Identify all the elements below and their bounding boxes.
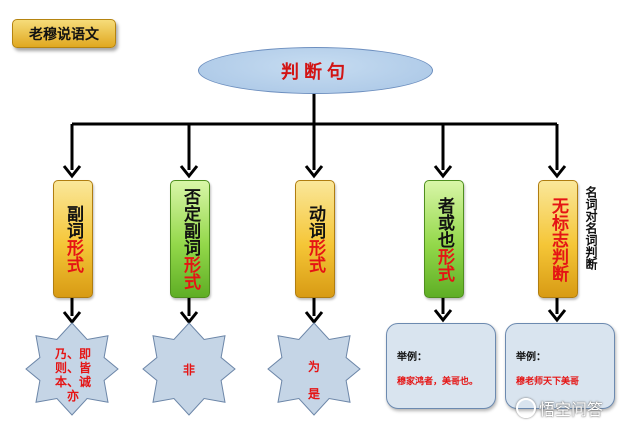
branch-label-black: 副词 xyxy=(63,205,83,239)
chat-bubble-icon xyxy=(516,398,536,418)
side-note: 名词对名词判断 xyxy=(584,186,598,270)
branch-label-red: 形式 xyxy=(180,256,200,290)
branch-label-red: 无标志判断 xyxy=(548,196,568,282)
watermark: 悟空问答 xyxy=(516,396,603,420)
branch-label-black: 动词 xyxy=(305,205,325,239)
example-text: 穆家鸿者，美哥也。 xyxy=(397,377,479,387)
branch-label-red: 形式 xyxy=(434,247,454,282)
example-text: 穆老师天下美哥 xyxy=(516,377,580,387)
star-shape-3 xyxy=(267,322,361,416)
star-line: 则、皆 xyxy=(54,361,91,375)
example-box-2: 举例： 穆老师天下美哥 xyxy=(505,323,615,409)
branch-label-red: 形式 xyxy=(305,239,325,273)
author-badge: 老穆说语文 xyxy=(12,19,116,48)
branch-label-red: 形式 xyxy=(63,239,83,273)
branch-label-black: 者或也 xyxy=(434,196,454,248)
branch-negative-adverb: 否定副词形式 xyxy=(170,180,210,298)
star-shape-1 xyxy=(25,322,119,416)
example-label: 举例： xyxy=(397,352,427,363)
example-label: 举例： xyxy=(516,352,546,363)
star-text-negation: 非 xyxy=(182,363,195,377)
star-line: 乃、即 xyxy=(54,347,91,361)
branch-verb: 动词形式 xyxy=(295,180,335,298)
star-text-verbs: 为 是 xyxy=(304,354,324,408)
branch-zhe-ye: 者或也形式 xyxy=(424,180,464,298)
root-node: 判断句 xyxy=(198,47,433,94)
branch-label-black: 否定副词 xyxy=(180,188,200,256)
branch-adverb: 副词形式 xyxy=(53,180,93,298)
star-shape-2 xyxy=(142,322,236,416)
watermark-text: 悟空问答 xyxy=(539,400,604,419)
example-box-1: 举例： 穆家鸿者，美哥也。 xyxy=(386,323,496,409)
star-line: 本、诚 xyxy=(54,375,91,389)
branch-unmarked: 无标志判断 xyxy=(538,180,578,298)
star-text-adverbs: 乃、即 则、皆 本、诚 亦 xyxy=(52,347,94,403)
star-line: 亦 xyxy=(66,389,79,403)
star-line: 是 xyxy=(307,387,320,401)
star-line: 为 xyxy=(307,360,320,374)
